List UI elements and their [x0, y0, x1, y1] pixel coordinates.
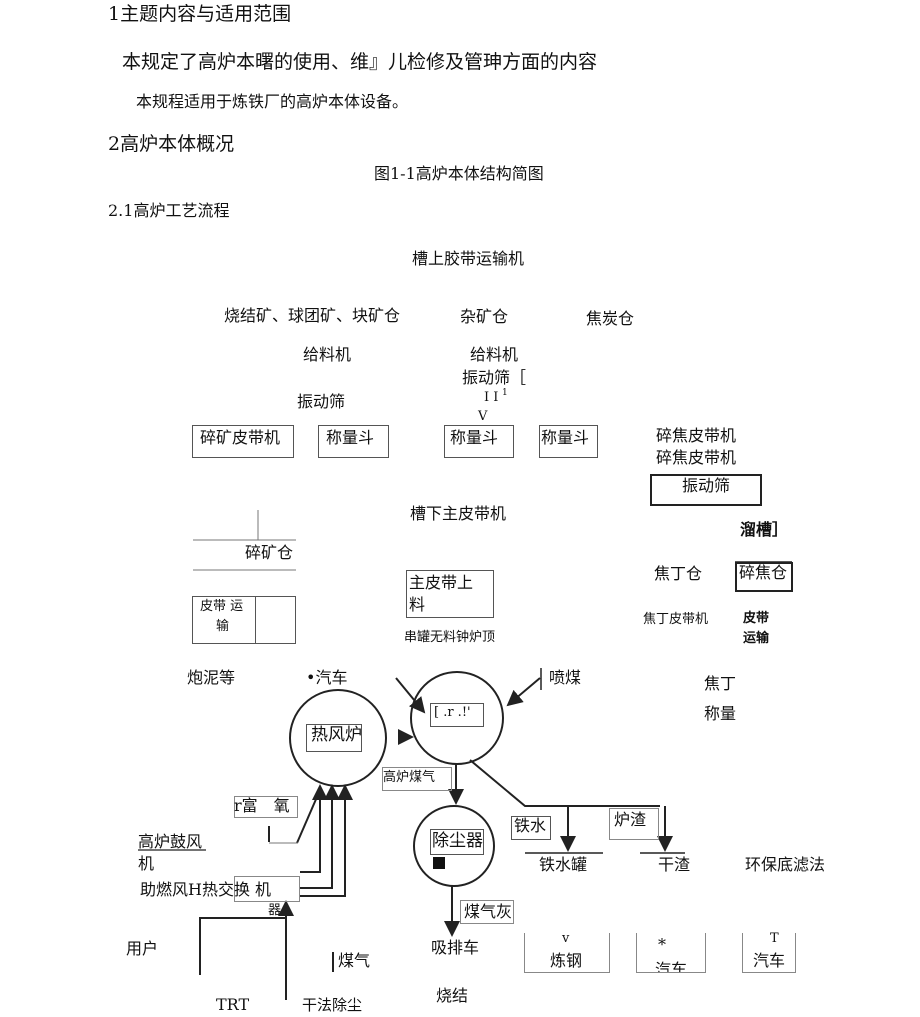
label-main-belt-feed-2: 料 [409, 595, 426, 614]
label-clay: 炮泥等 [187, 668, 236, 687]
box-belt-transport [192, 596, 296, 644]
label-bf-gas: 高炉煤气 [383, 770, 436, 785]
label-coke-nut: 焦丁 [704, 674, 737, 693]
label-suction-truck: 吸排车 [431, 938, 480, 957]
label-fine-coke-bin: 碎焦仓 [739, 563, 788, 582]
label-main-belt-feed: 主皮带上 [409, 573, 474, 592]
label-ore-bins: 烧结矿、球团矿、块矿仓 [224, 306, 401, 325]
label-feeder-2: 给料机 [470, 345, 519, 364]
box-main-belt-feed [406, 570, 494, 618]
label-screen-mark: I I [484, 390, 499, 405]
label-weigh-hopper-3: 称量斗 [541, 428, 590, 447]
box-fine-coke-bin [735, 562, 793, 592]
box-weigh-hopper-1 [318, 425, 389, 458]
label-belt-transport-right-2: 运输 [743, 631, 770, 646]
label-vibrating-screen-1: 振动筛 [297, 392, 346, 411]
label-slag: 炉渣 [614, 810, 647, 829]
label-ladle: 铁水罐 [539, 855, 588, 874]
box-coke-screen [650, 474, 762, 506]
box-truck-middle: 汽车 [636, 933, 706, 973]
label-hot-stove: 热风炉 [311, 725, 362, 745]
label-screen-v: V [478, 409, 488, 424]
paragraph-applicability: 本规程适用于炼铁厂的高炉本体设备。 [136, 92, 409, 111]
label-user: 用户 [126, 939, 159, 958]
box-oxygen [234, 796, 298, 818]
label-gas: 煤气 [338, 951, 371, 970]
section-heading-2: 2高炉本体概况 [108, 133, 235, 155]
label-main-belt-below-bins: 槽下主皮带机 [410, 504, 507, 523]
section-heading-1: 1主题内容与适用范围 [108, 3, 292, 25]
box-steelmaking [524, 933, 610, 973]
dust-catcher-valve-icon [433, 857, 445, 869]
dust-catcher-circle [413, 805, 495, 887]
label-sintering: 烧结 [436, 986, 469, 1005]
label-dry-dedusting: 干法除尘 [302, 996, 363, 1014]
label-coal-injection: 喷煤 [549, 668, 582, 687]
divider-belt-transport [255, 596, 256, 644]
label-weigh-hopper-1: 称量斗 [326, 428, 375, 447]
box-slag [609, 808, 659, 840]
label-truck-middle-mark: * [658, 935, 666, 954]
label-steelmaking-mark: v [562, 931, 570, 946]
figure-caption: 图1-1高炉本体结构简图 [374, 164, 544, 183]
box-gas-ash [460, 900, 514, 924]
label-oxygen-enrichment: r富 氧 [234, 796, 290, 815]
label-fine-coke-belt-1: 碎焦皮带机 [656, 426, 737, 445]
label-truck-top: •汽车 [306, 668, 348, 687]
label-truck-right-mark: T [770, 931, 779, 946]
label-hot-metal: 铁水 [514, 816, 547, 835]
label-screen-sup: 1 [502, 388, 508, 398]
box-hot-stove [306, 724, 362, 752]
label-misc-ore-bin: 杂矿仓 [460, 307, 509, 326]
label-coke-screen: 振动筛 [682, 476, 731, 495]
label-steelmaking: 炼钢 [550, 951, 583, 970]
box-dust-catcher [430, 829, 484, 855]
label-truck-middle: 汽车 [655, 960, 688, 973]
label-belt-transport-right: 皮带 [743, 611, 770, 626]
label-belt-transport: 皮带 运 [200, 599, 244, 614]
label-gas-ash: 煤气灰 [464, 902, 513, 921]
label-feeder-1: 给料机 [303, 345, 352, 364]
label-bf-blower-2: 机 [138, 854, 155, 873]
label-belt-transport-2: 输 [216, 619, 230, 634]
label-combustion-air-heat-exchanger: 助燃风H热交换 机 [140, 880, 272, 899]
label-truck-right: 汽车 [753, 951, 786, 970]
label-chute: 溜槽］ [740, 520, 789, 539]
label-furnace-inner: [ .r .!' [434, 705, 471, 720]
label-weigh-hopper-2: 称量斗 [450, 428, 499, 447]
label-heat-exchanger-2: 器 [268, 903, 282, 918]
box-fine-ore-belt [192, 425, 294, 458]
label-filter-method: 环保底滤法 [745, 855, 826, 874]
subsection-heading-2-1: 2.1高炉工艺流程 [108, 201, 230, 220]
label-bell-less-top: 串罐无料钟炉顶 [404, 630, 496, 645]
label-coke-bin: 焦炭仓 [586, 309, 635, 328]
box-hot-metal [511, 816, 551, 840]
label-weighing: 称量 [704, 704, 737, 723]
paragraph-scope: 本规定了高炉本曙的使用、维』儿检修及管珅方面的内容 [122, 51, 598, 73]
label-trt: TRT [216, 995, 250, 1014]
label-vibrating-screen-2: 振动筛［ [462, 368, 527, 387]
box-furnace-inner [430, 703, 484, 727]
box-heat-exchanger [234, 876, 300, 902]
label-fine-ore-bin: 碎矿仓 [245, 543, 294, 562]
box-truck-right [742, 933, 796, 973]
label-coke-nut-belt: 焦丁皮带机 [643, 612, 709, 627]
label-bf-blower: 高炉鼓风 [138, 832, 203, 851]
box-weigh-hopper-2 [444, 425, 514, 458]
box-bf-gas [382, 767, 452, 791]
label-fine-coke-belt-2: 碎焦皮带机 [656, 448, 737, 467]
label-fine-ore-belt: 碎矿皮带机 [200, 428, 281, 447]
label-dust-catcher: 除尘器 [432, 831, 483, 851]
label-coke-nut-bin: 焦丁仓 [654, 564, 703, 583]
label-dry-slag: 干渣 [658, 855, 691, 874]
box-weigh-hopper-3 [539, 425, 598, 458]
label-top-belt-conveyor: 槽上胶带运输机 [412, 249, 525, 268]
